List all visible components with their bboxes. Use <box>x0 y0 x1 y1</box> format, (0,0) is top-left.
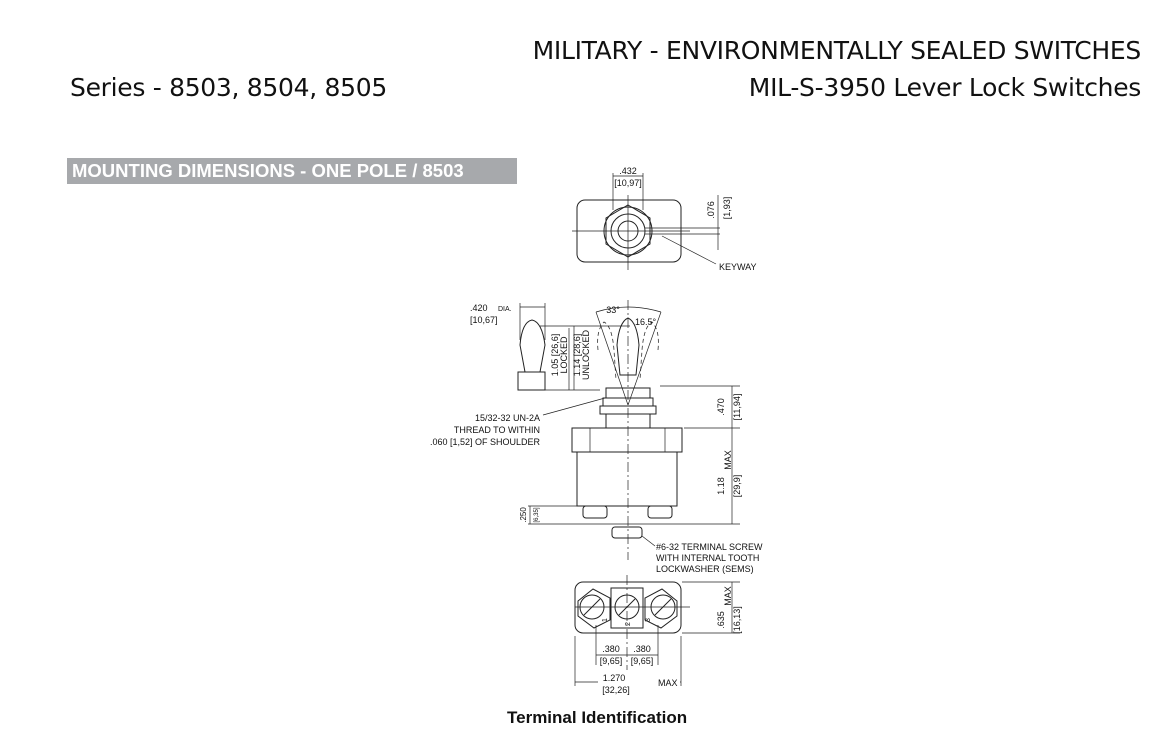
thread-note-1: 15/32-32 UN-2A <box>475 413 540 423</box>
terminal-label-2: 2 <box>625 622 632 626</box>
terminal-identification-caption: Terminal Identification <box>507 708 688 727</box>
bottom-view: 1 2 3 MAX .635 [16,13] .380 [9,65] .380 … <box>574 575 742 695</box>
screw-note-3: LOCKWASHER (SEMS) <box>656 564 754 574</box>
spacing2-mm: [9,65] <box>631 656 654 666</box>
body-mm: [29,9] <box>732 475 742 498</box>
bottom-height-max: MAX <box>723 586 733 606</box>
terminal-in: .250 <box>519 507 528 523</box>
top-width-mm: [10,97] <box>614 178 642 188</box>
title-line-1: MILITARY - ENVIRONMENTALLY SEALED SWITCH… <box>532 36 1142 65</box>
bottom-height-mm: [16,13] <box>732 606 742 634</box>
thread-note-3: .060 [1,52] OF SHOULDER <box>430 437 541 447</box>
terminal-mm: [6,35] <box>534 507 540 522</box>
screw-note-1: #6-32 TERMINAL SCREW <box>656 542 763 552</box>
terminal-label-1: 1 <box>602 618 609 622</box>
lever-dia-in: .420 <box>470 303 488 313</box>
unlocked-dim: 1.14 [28,6] <box>572 334 582 377</box>
top-view: .432 [10,97] .076 [1,93] KEYWAY <box>572 166 757 272</box>
spacing1-in: .380 <box>602 644 620 654</box>
keyway-mm: [1,93] <box>722 197 732 220</box>
keyway-in: .076 <box>706 201 716 219</box>
series-heading: Series - 8503, 8504, 8505 <box>70 73 387 102</box>
width-in: 1.270 <box>603 673 626 683</box>
locked-dim: 1.05 [26,6] <box>550 334 560 377</box>
title-line-2: MIL-S-3950 Lever Lock Switches <box>748 73 1142 102</box>
thread-note-2: THREAD TO WITHIN <box>454 425 540 435</box>
spacing2-in: .380 <box>633 644 651 654</box>
body-max: MAX <box>723 450 733 470</box>
lever-dia-mm: [10,67] <box>470 315 498 325</box>
bottom-height-in: .635 <box>716 611 726 629</box>
angle-half: 16.5° <box>635 317 657 327</box>
lever-dia-label: DIA. <box>498 306 512 313</box>
locked-label: LOCKED <box>559 336 569 374</box>
width-max: MAX <box>658 678 678 688</box>
unlocked-label: UNLOCKED <box>581 329 591 380</box>
keyway-label: KEYWAY <box>719 262 757 272</box>
section-banner: MOUNTING DIMENSIONS - ONE POLE / 8503 <box>67 158 517 184</box>
side-view: .420 DIA. [10,67] 1.05 [26,6] LOCKED 1.1… <box>430 300 763 574</box>
screw-note-2: WITH INTERNAL TOOTH <box>656 553 759 563</box>
bushing-in: .470 <box>716 398 726 416</box>
top-width-in: .432 <box>619 166 637 176</box>
bushing-mm: [11,94] <box>732 394 742 421</box>
width-mm: [32,26] <box>602 685 630 695</box>
body-in: 1.18 <box>716 477 726 495</box>
spacing1-mm: [9,65] <box>600 656 623 666</box>
terminal-label-3: 3 <box>645 618 652 622</box>
angle-total: 33° <box>606 305 620 315</box>
